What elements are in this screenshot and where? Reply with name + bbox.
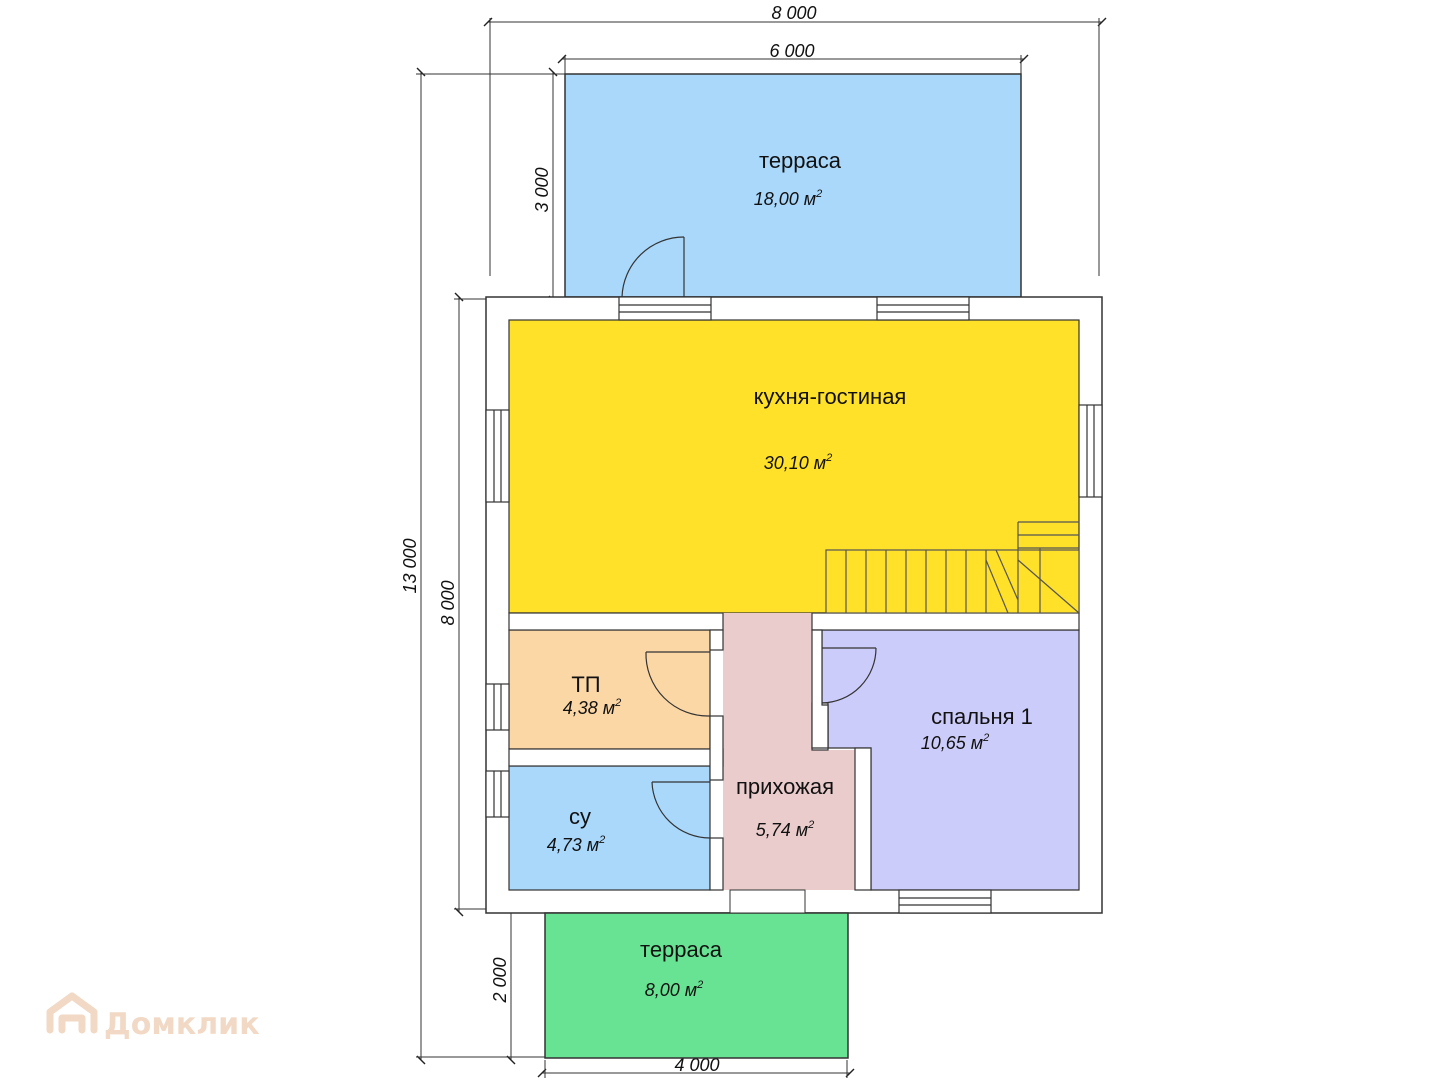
- dim-top-overall: 8 000: [771, 3, 816, 23]
- dimension-lines: [416, 17, 1107, 1078]
- logo-text: Домклик: [104, 1007, 260, 1042]
- domclick-logo: Домклик: [46, 992, 260, 1042]
- terrace-bottom-area: [544, 912, 849, 1059]
- kitchen-living-area-label: 30,10 м2: [764, 452, 833, 473]
- interior-walls: [508, 612, 1080, 891]
- tp-room-name: ТП: [571, 672, 600, 697]
- kitchen-living-name: кухня-гостиная: [754, 384, 907, 409]
- dim-left-overall: 13 000: [400, 538, 420, 593]
- terrace-top-area: [564, 73, 1022, 298]
- bedroom-area-label: 10,65 м2: [921, 732, 990, 753]
- bath-room-area-label: 4,73 м2: [547, 834, 606, 855]
- tp-room-area-label: 4,38 м2: [563, 697, 622, 718]
- tp-room-area: [508, 629, 711, 750]
- dim-left-terrace: 3 000: [532, 167, 552, 212]
- staircase: [825, 521, 1080, 614]
- bedroom-name: спальня 1: [931, 704, 1033, 729]
- bath-room-area: [508, 765, 711, 891]
- dim-left-house: 8 000: [438, 580, 458, 625]
- dim-bottom-terrace-width: 4 000: [674, 1055, 719, 1075]
- terrace-bottom-name: терраса: [640, 937, 723, 962]
- terrace-top-area-label: 18,00 м2: [754, 188, 823, 209]
- dim-top-terrace: 6 000: [769, 41, 814, 61]
- windows: [485, 296, 1103, 914]
- hallway-name: прихожая: [736, 774, 834, 799]
- bath-room-name: су: [569, 804, 591, 829]
- hallway-area-label: 5,74 м2: [756, 819, 815, 840]
- hallway-area: [723, 613, 855, 890]
- house-logo-icon: [46, 992, 98, 1034]
- entrance-door-gap: [729, 889, 806, 914]
- terrace-top-name: терраса: [759, 148, 842, 173]
- dim-bottom-terrace-height: 2 000: [490, 957, 510, 1003]
- terrace-bottom-area-label: 8,00 м2: [645, 979, 704, 1000]
